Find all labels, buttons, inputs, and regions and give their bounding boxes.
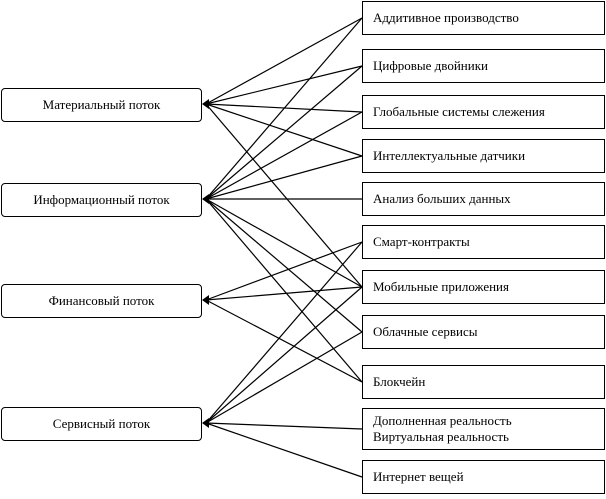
tech-box-arvr: Дополненная реальность Виртуальная реаль…: [362, 408, 605, 450]
tech-box-twins: Цифровые двойники: [362, 49, 605, 83]
flow-label-information: Информационный поток: [33, 192, 170, 207]
tech-box-sensors: Интеллектуальные датчики: [362, 139, 605, 173]
link-information-blockchain: [205, 198, 363, 383]
tech-box-mobile: Мобильные приложения: [362, 270, 605, 304]
tech-label-smart: Смарт-контракты: [373, 234, 470, 249]
link-material-mobile: [205, 103, 363, 288]
arrowhead-financial: [202, 295, 209, 305]
link-financial-smart: [205, 241, 363, 301]
tech-box-smart: Смарт-контракты: [362, 225, 605, 259]
link-service-smart: [205, 241, 363, 424]
link-material-additive: [205, 17, 363, 105]
tech-label-mobile: Мобильные приложения: [373, 279, 509, 294]
tech-label-sensors: Интеллектуальные датчики: [373, 148, 526, 163]
link-financial-blockchain: [205, 299, 363, 383]
tech-label-twins: Цифровые двойники: [373, 58, 488, 73]
tech-box-additive: Аддитивное производство: [362, 1, 605, 35]
tech-label-blockchain: Блокчейн: [373, 374, 426, 389]
flow-box-material: Материальный поток: [1, 88, 202, 122]
link-financial-mobile: [205, 286, 363, 301]
link-information-tracking: [205, 111, 363, 200]
flow-label-financial: Финансовый поток: [48, 293, 155, 308]
link-information-additive: [205, 17, 363, 200]
arrowhead-service: [202, 418, 209, 428]
arrowhead-material: [202, 99, 209, 109]
tech-label-tracking: Глобальные системы слежения: [373, 104, 545, 119]
link-service-iot: [205, 422, 363, 478]
link-material-sensors: [205, 103, 363, 157]
tech-label-bigdata: Анализ больших данных: [373, 191, 511, 206]
tech-label-vr: Виртуальная реальность: [373, 429, 509, 444]
link-service-arvr: [205, 422, 363, 430]
link-information-mobile: [205, 198, 363, 288]
flow-box-financial: Финансовый поток: [1, 284, 202, 318]
flow-label-service: Сервисный поток: [52, 416, 151, 431]
tech-box-cloud: Облачные сервисы: [362, 315, 605, 349]
link-information-sensors: [205, 155, 363, 200]
flow-label-material: Материальный поток: [42, 97, 161, 112]
tech-box-tracking: Глобальные системы слежения: [362, 95, 605, 129]
tech-label-iot: Интернет вещей: [373, 469, 464, 484]
flow-box-service: Сервисный поток: [1, 407, 202, 441]
arrowhead-information: [202, 194, 209, 204]
tech-box-blockchain: Блокчейн: [362, 365, 605, 399]
tech-label-ar: Дополненная реальность: [373, 413, 512, 428]
tech-label-cloud: Облачные сервисы: [373, 324, 478, 339]
flow-box-information: Информационный поток: [1, 183, 202, 217]
link-service-mobile: [205, 286, 363, 424]
tech-box-iot: Интернет вещей: [362, 460, 605, 494]
tech-label-additive: Аддитивное производство: [373, 10, 519, 25]
tech-box-bigdata: Анализ больших данных: [362, 182, 605, 216]
link-service-cloud: [205, 331, 363, 424]
link-information-twins: [205, 65, 363, 200]
link-material-twins: [205, 65, 363, 105]
